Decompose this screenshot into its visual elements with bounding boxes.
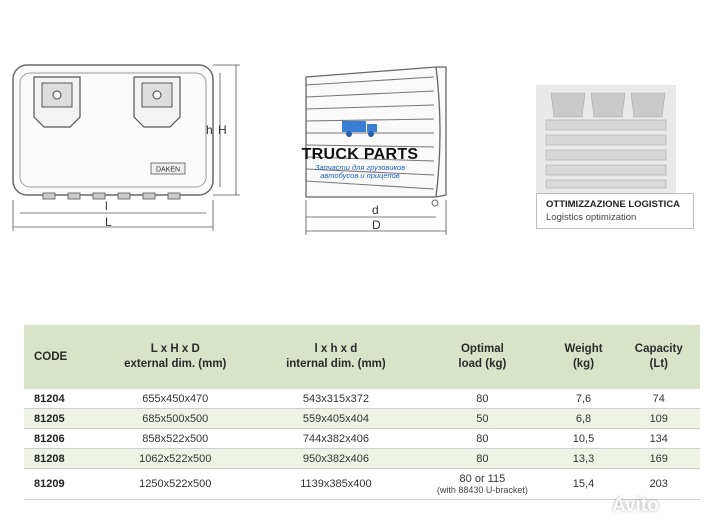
cell-code: 81206 [34, 432, 65, 445]
header-capacity-line2: (Lt) [649, 358, 668, 370]
stacked-boxes-illustration [536, 85, 676, 193]
table-row: 81204 655x450x470 543x315x372 80 7,6 74 [24, 389, 700, 409]
dim-H-label: H [218, 123, 227, 137]
logistics-subtitle: Logistics optimization [546, 212, 637, 223]
dim-D-label: D [372, 218, 381, 232]
header-code: CODE [34, 350, 68, 363]
cell-weight: 7,6 [575, 392, 592, 405]
cell-external-dim: 1062x522x500 [139, 452, 212, 465]
table-row: 81205 685x500x500 559x405x404 50 6,8 109 [24, 408, 700, 429]
cell-weight: 6,8 [575, 412, 592, 425]
lock-right-icon [133, 76, 181, 128]
header-external-dim-line2: external dim. (mm) [124, 358, 227, 370]
cell-capacity: 134 [649, 432, 668, 445]
cell-weight: 10,5 [572, 432, 595, 445]
header-external-dim: L x H x D external dim. (mm) [94, 325, 257, 389]
logo-subtitle-1: Запчасти для грузовиков [314, 163, 406, 172]
header-optimal-load-line1: Optimal [460, 343, 504, 355]
logo-title: TRUCK PARTS [301, 146, 419, 163]
cell-optimal-load-value: 80 or 115 [459, 473, 506, 485]
header-internal-dim-line2: internal dim. (mm) [286, 358, 386, 370]
cell-optimal-load: 80 or 115 (with 88430 U-bracket) [415, 469, 549, 500]
cell-weight: 13,3 [572, 452, 595, 465]
header-external-dim-line1: L x H x D [150, 343, 200, 355]
logistics-caption: OTTIMIZZAZIONE LOGISTICA Logistics optim… [536, 193, 694, 229]
logistics-title: OTTIMIZZAZIONE LOGISTICA [546, 199, 681, 210]
dim-l-label: l [105, 199, 108, 213]
cell-external-dim: 685x500x500 [142, 412, 209, 425]
cell-capacity: 74 [652, 392, 665, 405]
table-row: 81209 1250x522x500 1139x385x400 80 or 11… [24, 469, 700, 500]
cell-internal-dim: 744x382x406 [302, 432, 369, 445]
cell-internal-dim: 543x315x372 [302, 392, 369, 405]
dim-L-label: L [105, 215, 112, 229]
header-optimal-load: Optimal load (kg) [415, 325, 549, 389]
cell-capacity: 203 [649, 478, 668, 490]
technical-drawings: DAKEN l L h H [12, 64, 694, 235]
cell-code: 81205 [34, 412, 65, 425]
cell-optimal-load: 80 [476, 452, 489, 465]
avito-watermark: Avito [612, 495, 659, 516]
header-weight-line1: Weight [564, 343, 603, 355]
truck-icon [342, 121, 377, 137]
lock-left-icon [33, 76, 81, 128]
cell-optimal-load-note: (with 88430 U-bracket) [436, 485, 528, 495]
header-capacity: Capacity (Lt) [618, 325, 701, 389]
cell-optimal-load: 80 [476, 392, 489, 405]
cell-external-dim: 1250x522x500 [139, 478, 212, 490]
dim-h-label: h [206, 123, 213, 137]
cell-capacity: 169 [649, 452, 668, 465]
cell-optimal-load: 80 [476, 432, 489, 445]
logo-subtitle-2: автобусов и прицепов [320, 171, 400, 180]
cell-capacity: 109 [649, 412, 668, 425]
dim-d-label: d [372, 203, 379, 217]
toolbox-front-view: DAKEN l L h H [12, 64, 240, 231]
header-internal-dim-line1: l x h x d [314, 343, 358, 355]
cell-weight: 15,4 [572, 478, 595, 490]
cell-internal-dim: 559x405x404 [302, 412, 369, 425]
cell-external-dim: 858x522x500 [142, 432, 209, 445]
header-weight-line2: (kg) [572, 358, 595, 370]
header-optimal-load-line2: load (kg) [458, 358, 507, 370]
header-capacity-line1: Capacity [634, 343, 683, 355]
header-internal-dim: l x h x d internal dim. (mm) [257, 325, 416, 389]
header-weight: Weight (kg) [550, 325, 618, 389]
cell-internal-dim: 1139x385x400 [300, 478, 372, 490]
cell-code: 81209 [34, 478, 65, 490]
table-header-row: CODE L x H x D external dim. (mm) l x h … [24, 325, 700, 389]
cell-code: 81204 [34, 392, 65, 405]
brand-plate-label: DAKEN [156, 167, 180, 174]
cell-external-dim: 655x450x470 [142, 392, 209, 405]
truck-parts-logo: TRUCK PARTS Запчасти для грузовиков авто… [290, 118, 430, 188]
spec-table: CODE L x H x D external dim. (mm) l x h … [24, 325, 700, 500]
table-row: 81208 1062x522x500 950x382x406 80 13,3 1… [24, 448, 700, 469]
table-row: 81206 858x522x500 744x382x406 80 10,5 13… [24, 429, 700, 449]
cell-code: 81208 [34, 452, 65, 465]
cell-optimal-load: 50 [476, 412, 489, 425]
cell-internal-dim: 950x382x406 [302, 452, 369, 465]
